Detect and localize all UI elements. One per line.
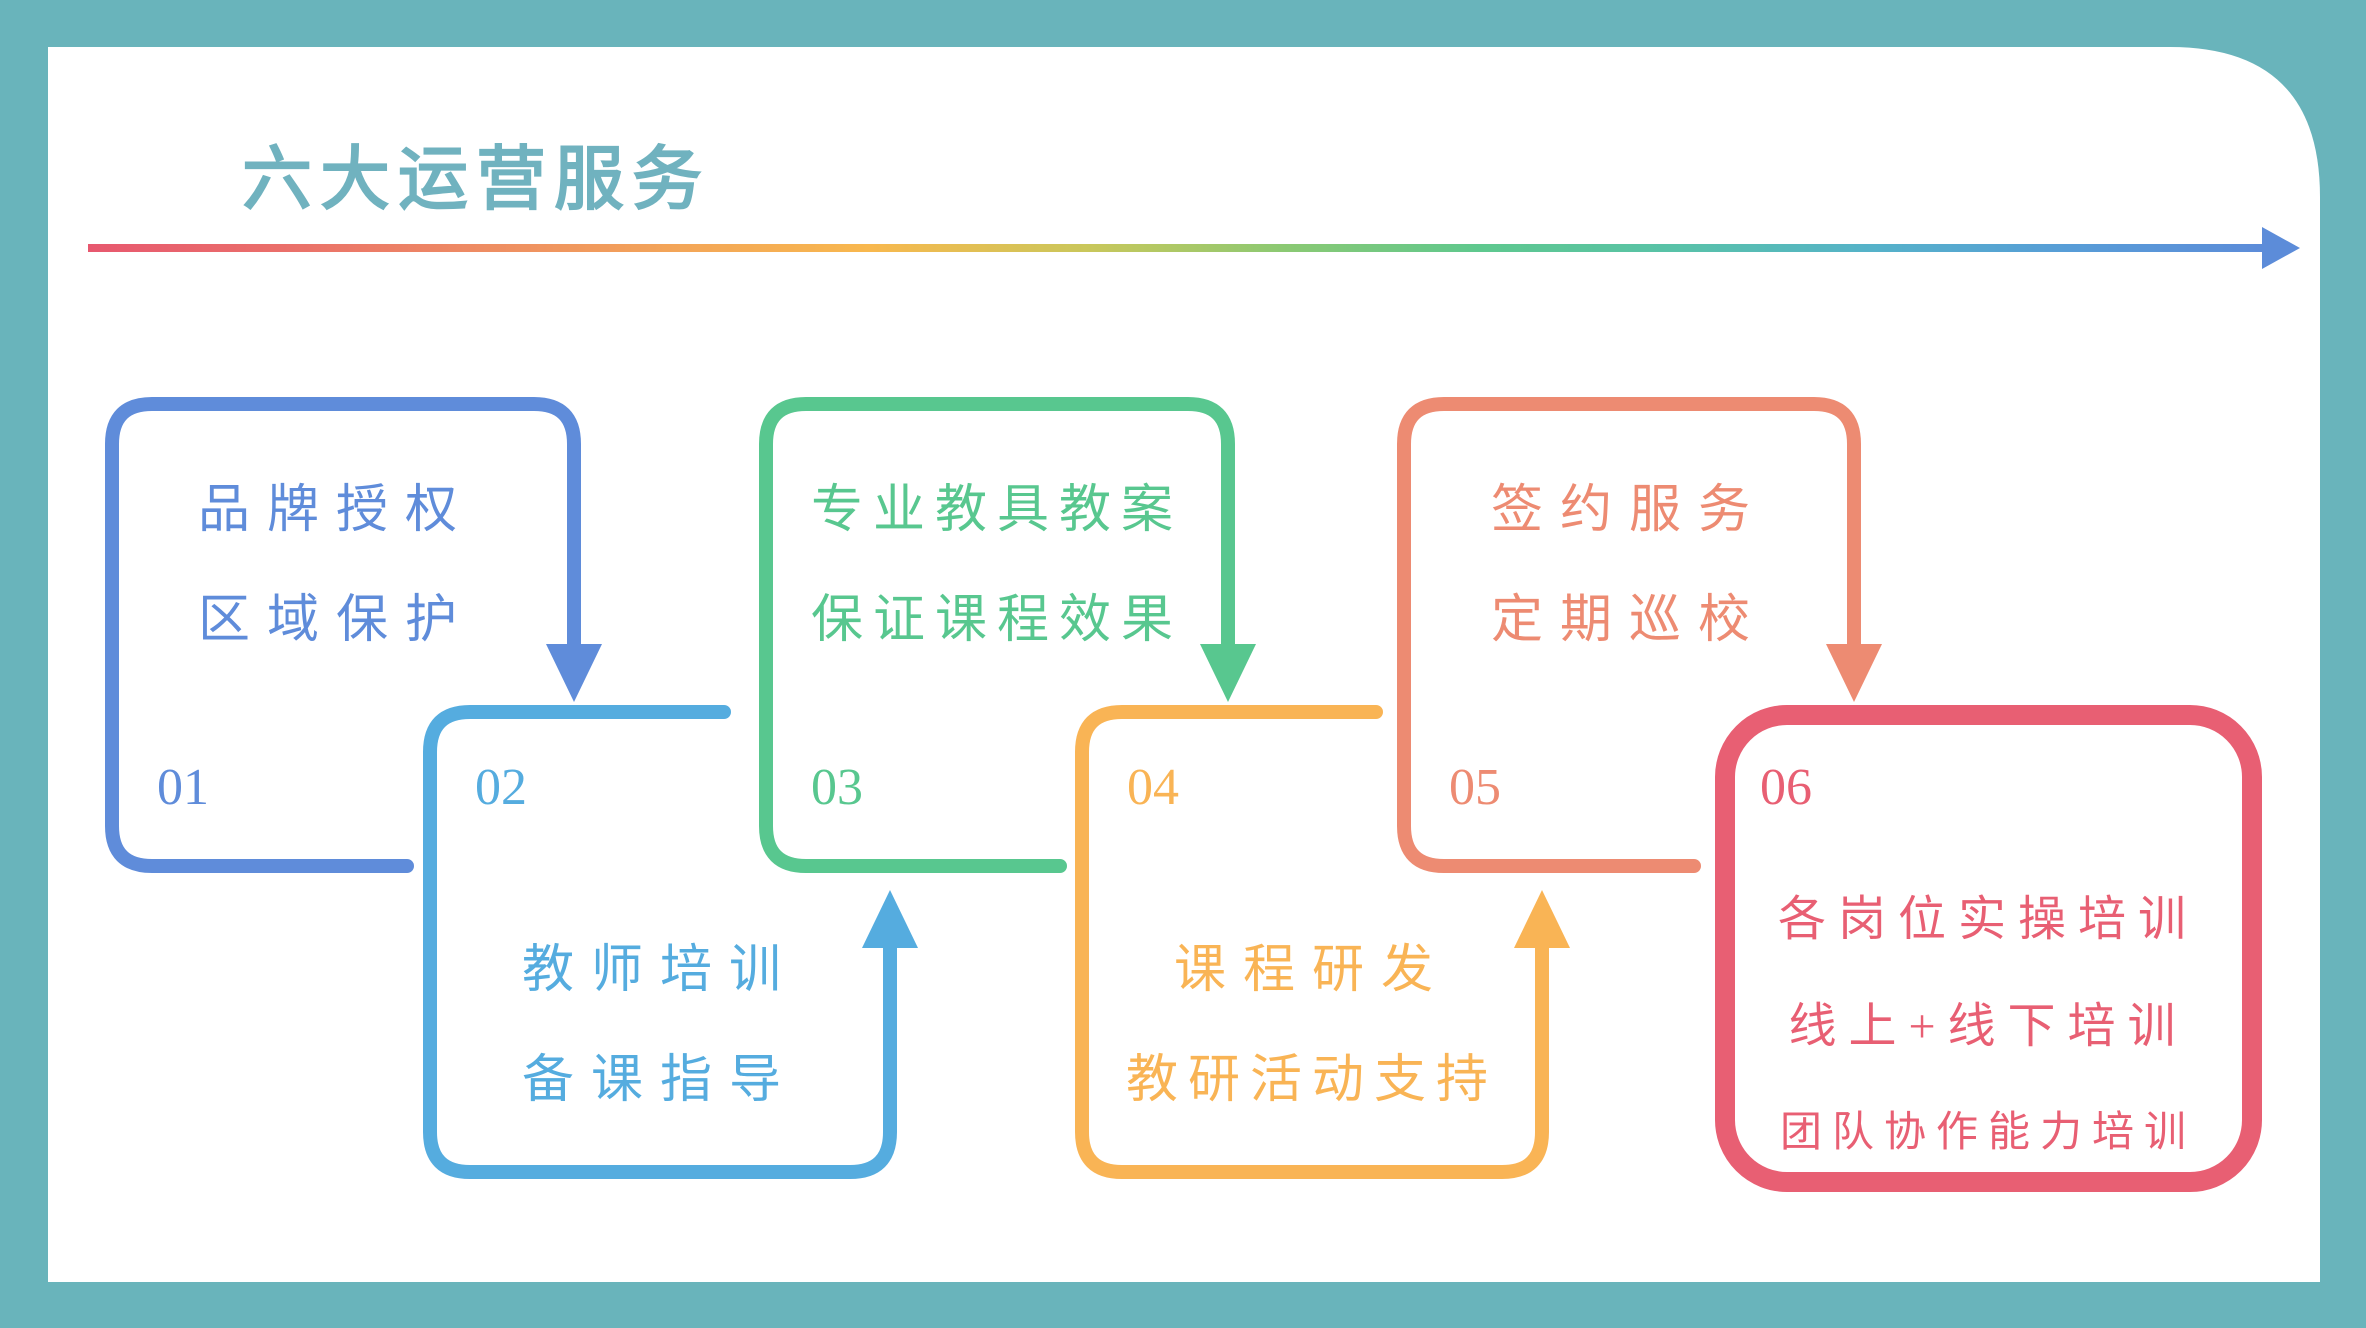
service-03-box-outline (759, 397, 1235, 873)
service-02-up-arrow-icon (862, 890, 918, 948)
service-04-box-outline (1075, 705, 1549, 1179)
service-05-down-arrow-icon (1826, 644, 1882, 702)
service-02-number: 02 (475, 759, 527, 816)
service-04-number: 04 (1127, 759, 1179, 816)
service-01-down-arrow-icon (546, 644, 602, 702)
service-02-text-line: 备课指导 (522, 1052, 798, 1109)
service-01-text-line: 品牌授权 (198, 482, 474, 539)
service-05-text-line: 定期巡校 (1491, 592, 1767, 649)
service-01: 01 品牌授权 区域保护 (105, 397, 602, 873)
service-03-number: 03 (811, 759, 863, 816)
service-05-box-outline (1397, 397, 1861, 873)
service-06-text-line: 团队协作能力培训 (1780, 1110, 2196, 1156)
service-06-number: 06 (1760, 759, 1812, 816)
page-title: 六大运营服务 (242, 142, 710, 219)
service-06-box-outline (1715, 705, 2262, 1192)
service-06: 06 各岗位实操培训 线上+线下培训 团队协作能力培训 (1715, 705, 2262, 1192)
service-04-text-line: 教研活动支持 (1126, 1052, 1498, 1109)
service-05-text-line: 签约服务 (1491, 482, 1767, 539)
service-02-text-line: 教师培训 (522, 942, 798, 999)
service-04: 04 课程研发 教研活动支持 (1075, 705, 1570, 1179)
service-04-text-line: 课程研发 (1174, 942, 1450, 999)
service-03-down-arrow-icon (1200, 644, 1256, 702)
service-03-text-line: 专业教具教案 (811, 482, 1183, 539)
service-03-text-line: 保证课程效果 (811, 592, 1183, 649)
service-02-box-outline (423, 705, 897, 1179)
content-card (48, 47, 2320, 1282)
timeline-gradient-line (88, 244, 2262, 252)
timeline-arrowhead-icon (2262, 227, 2300, 269)
service-01-box-outline (105, 397, 581, 873)
service-01-number: 01 (157, 759, 209, 816)
service-02: 02 教师培训 备课指导 (423, 705, 918, 1179)
service-06-text-line: 各岗位实操培训 (1778, 893, 2198, 946)
service-04-up-arrow-icon (1514, 890, 1570, 948)
service-05: 05 签约服务 定期巡校 (1397, 397, 1882, 873)
service-03: 03 专业教具教案 保证课程效果 (759, 397, 1256, 873)
service-05-number: 05 (1449, 759, 1501, 816)
service-06-text-line: 线上+线下培训 (1788, 1000, 2187, 1053)
service-01-text-line: 区域保护 (198, 592, 474, 649)
